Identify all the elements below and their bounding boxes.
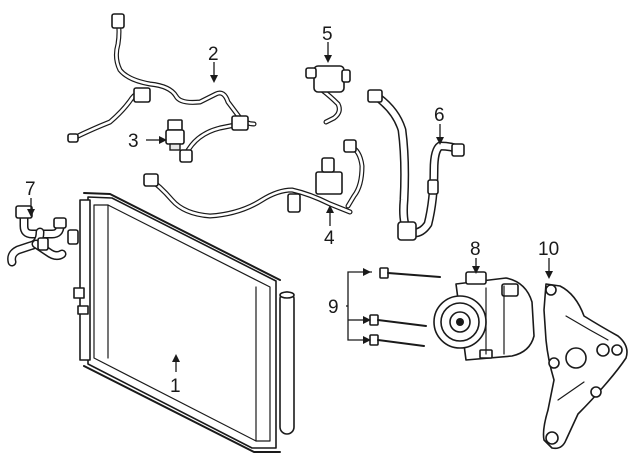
callout-2: 2 xyxy=(208,44,219,65)
callout-9: 9 xyxy=(328,297,339,318)
bolt-upper xyxy=(379,267,441,279)
discharge-hose[interactable] xyxy=(367,89,465,241)
callout-4: 4 xyxy=(324,228,335,249)
bolt-middle xyxy=(369,314,427,327)
callout-3: 3 xyxy=(128,131,139,152)
compressor-mounting-bracket[interactable] xyxy=(542,283,628,450)
callout-1: 1 xyxy=(170,376,181,397)
callout-8: 8 xyxy=(470,239,481,260)
suction-line[interactable] xyxy=(143,139,365,219)
callout-leaders xyxy=(27,42,553,372)
compressor-bolts[interactable] xyxy=(369,267,441,347)
callout-10: 10 xyxy=(538,239,559,260)
condenser-hose[interactable] xyxy=(7,205,79,267)
condenser[interactable] xyxy=(73,192,295,453)
bolt-lower xyxy=(369,334,425,347)
callout-5: 5 xyxy=(322,24,333,45)
ac-compressor[interactable] xyxy=(433,271,535,361)
callout-7: 7 xyxy=(25,179,36,200)
pressure-line[interactable] xyxy=(67,13,257,163)
expansion-valve[interactable] xyxy=(305,65,351,125)
pressure-switch[interactable] xyxy=(165,119,185,151)
callout-6: 6 xyxy=(434,105,445,126)
